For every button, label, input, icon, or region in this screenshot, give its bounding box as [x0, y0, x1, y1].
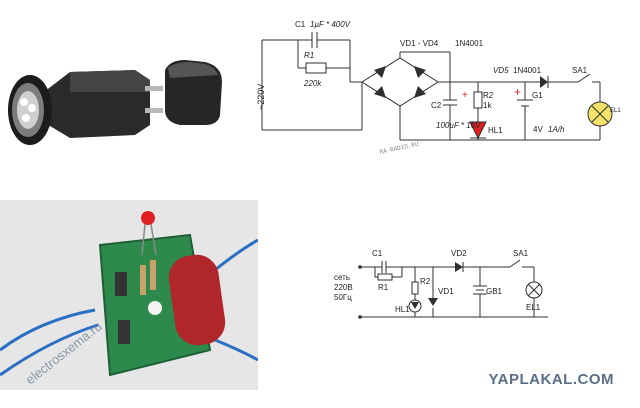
- bs-r2-label: R2: [420, 277, 431, 286]
- g1-voltage: 4V: [533, 125, 543, 134]
- bs-mains-line2: 220В: [334, 283, 353, 292]
- c2-value: 100µF * 16V: [436, 121, 481, 130]
- bs-mains-line3: 50Гц: [334, 293, 352, 302]
- g1-capacity: 1A/h: [548, 125, 565, 134]
- bottom-schematic: C1 R1 R2 VD2 VD1 HL1 GB1 SA1 EL1 сеть 22…: [320, 232, 560, 332]
- bs-mains-line1: сеть: [334, 273, 350, 282]
- el1-label: EL1: [610, 108, 621, 114]
- ra-radio-watermark: RA-RADIO.RU: [379, 141, 420, 156]
- bs-sa1-label: SA1: [513, 249, 529, 258]
- c1-label: C1: [295, 20, 306, 29]
- mains-label: ~220V: [256, 84, 266, 110]
- vd5-label: VD5: [493, 66, 509, 75]
- bridge-label: VD1 - VD4: [400, 39, 439, 48]
- bs-vd1-label: VD1: [438, 287, 454, 296]
- svg-text:+: +: [514, 85, 521, 99]
- g1-label: G1: [532, 91, 543, 100]
- flashlight-photo: [0, 0, 250, 190]
- bridge-model: 1N4001: [455, 39, 484, 48]
- r2-value: 1k: [483, 101, 492, 110]
- c1-value: 1µF * 400V: [310, 20, 351, 29]
- r1-label: R1: [304, 51, 314, 60]
- bs-gb1-label: GB1: [486, 287, 503, 296]
- r2-label: R2: [483, 91, 494, 100]
- top-schematic: + + C1 1µF * 400V R1 220k VD1 - VD4 1N40…: [250, 0, 640, 190]
- bs-r1-label: R1: [378, 283, 389, 292]
- sa1-label: SA1: [572, 66, 588, 75]
- bs-c1-label: C1: [372, 249, 383, 258]
- site-watermark: YAPLAKAL.COM: [488, 371, 614, 388]
- bs-el1-label: EL1: [526, 303, 541, 312]
- svg-text:+: +: [462, 90, 468, 101]
- bs-vd2-label: VD2: [451, 249, 467, 258]
- r1-value: 220k: [303, 79, 322, 88]
- c2-label: C2: [431, 101, 442, 110]
- hl1-label: HL1: [488, 126, 503, 135]
- pcb-photo: electrosxema.ru: [0, 200, 258, 390]
- vd5-model: 1N4001: [513, 66, 542, 75]
- bs-hl1-label: HL1: [395, 305, 410, 314]
